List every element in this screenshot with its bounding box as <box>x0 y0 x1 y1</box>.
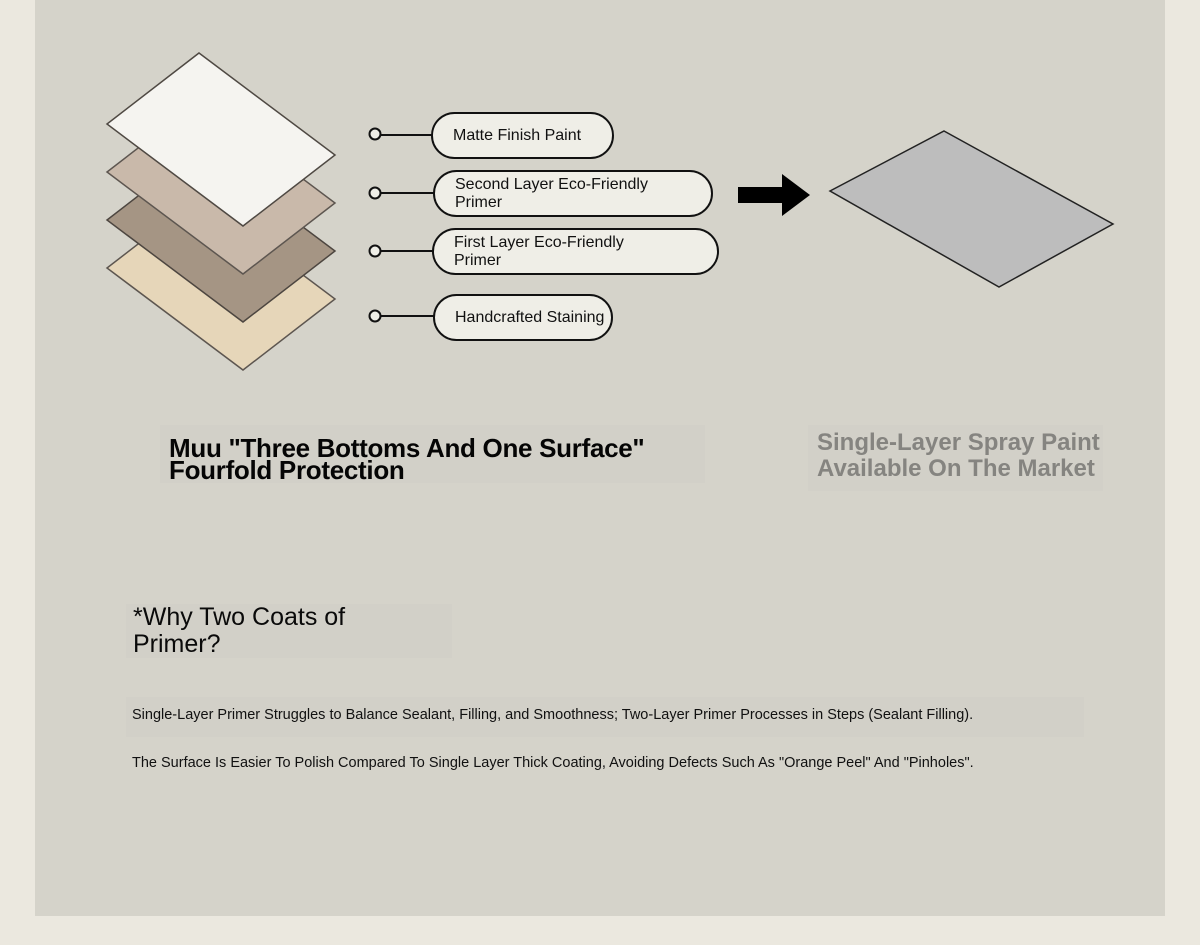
fourfold-protection-caption: Muu "Three Bottoms And One Surface" Four… <box>160 425 705 483</box>
label-second-primer: Second Layer Eco-Friendly Primer <box>433 170 713 217</box>
label-connectors <box>368 127 435 323</box>
label-matte-finish-paint: Matte Finish Paint <box>431 112 614 159</box>
label-text: Second Layer Eco-Friendly Primer <box>455 175 648 211</box>
right-arrow-icon <box>738 174 810 216</box>
single-layer-diagram <box>828 130 1115 288</box>
label-text: Matte Finish Paint <box>453 126 582 144</box>
single-layer-caption: Single-Layer Spray Paint Available On Th… <box>808 425 1103 491</box>
why-explanation-2: The Surface Is Easier To Polish Compared… <box>132 755 974 771</box>
label-text: First Layer Eco-Friendly Primer <box>454 233 624 269</box>
layer-matte-paint <box>105 52 337 227</box>
label-handcrafted-staining: Handcrafted Staining <box>433 294 613 341</box>
why-explanation-1: Single-Layer Primer Struggles to Balance… <box>126 697 1084 737</box>
why-two-coats-title: *Why Two Coats of Primer? <box>126 604 452 658</box>
label-text: Handcrafted Staining <box>455 308 605 326</box>
layer-stack-diagram <box>105 52 337 371</box>
single-spray-layer <box>828 130 1115 288</box>
label-first-primer: First Layer Eco-Friendly Primer <box>432 228 719 275</box>
